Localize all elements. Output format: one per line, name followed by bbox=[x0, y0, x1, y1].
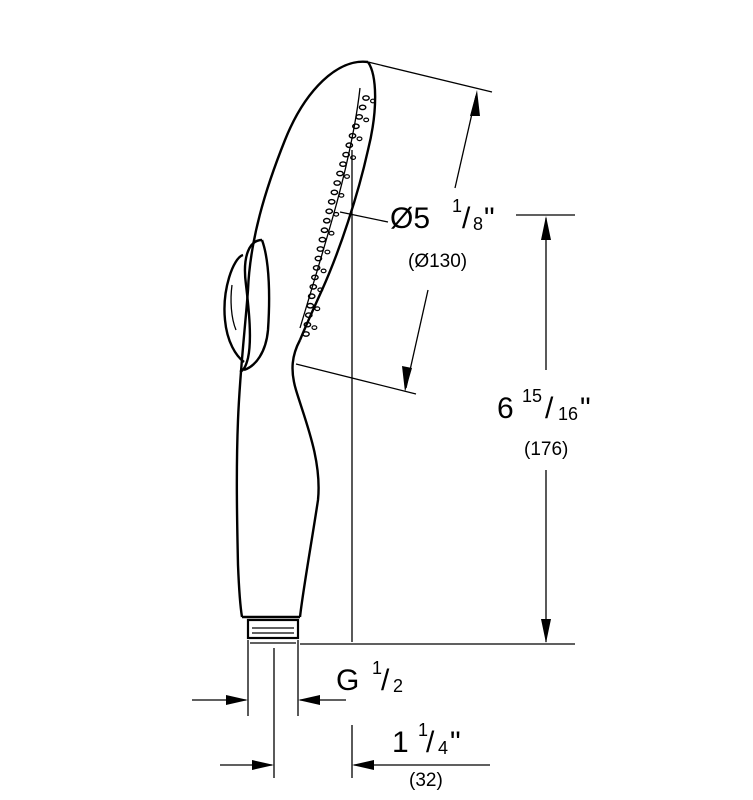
height-denominator: 16 bbox=[558, 404, 578, 424]
dimension-lines bbox=[192, 61, 575, 778]
offset-whole: 1 bbox=[392, 726, 409, 759]
nozzle bbox=[311, 325, 318, 331]
height-label: 6 15 / 16 " (176) bbox=[497, 386, 591, 460]
svg-text:/: / bbox=[545, 392, 554, 425]
nozzle bbox=[363, 117, 370, 123]
diameter-numerator: 1 bbox=[452, 196, 462, 216]
nozzle bbox=[320, 227, 329, 234]
nozzle bbox=[348, 132, 357, 139]
diameter-unit: " bbox=[484, 202, 495, 235]
nozzle bbox=[362, 95, 370, 101]
offset-numerator: 1 bbox=[418, 720, 428, 740]
nozzle bbox=[339, 161, 347, 168]
svg-text:/: / bbox=[426, 726, 435, 759]
height-numerator: 15 bbox=[522, 386, 542, 406]
nozzle bbox=[314, 255, 323, 262]
nozzle bbox=[370, 98, 377, 104]
svg-text:/: / bbox=[462, 202, 471, 235]
offset-label: 1 1 / 4 " (32) bbox=[392, 720, 461, 791]
nozzle bbox=[325, 208, 334, 215]
height-unit: " bbox=[580, 392, 591, 425]
nozzle bbox=[314, 306, 321, 312]
nozzle bbox=[317, 287, 324, 293]
nozzle bbox=[328, 230, 335, 236]
nozzle bbox=[322, 217, 331, 224]
nozzle bbox=[351, 123, 360, 130]
offset-unit: " bbox=[450, 726, 461, 759]
nozzle bbox=[333, 180, 342, 186]
nozzle bbox=[320, 268, 327, 274]
nozzle bbox=[338, 192, 345, 198]
svg-text:/: / bbox=[381, 664, 390, 697]
thread-label: G 1 / 2 bbox=[336, 658, 403, 697]
nozzle bbox=[330, 189, 339, 196]
nozzle bbox=[336, 170, 344, 177]
diameter-denominator: 8 bbox=[473, 214, 483, 234]
nozzle bbox=[350, 155, 357, 161]
spray-nozzles bbox=[302, 95, 377, 337]
nozzle bbox=[309, 283, 318, 290]
thread-prefix: G bbox=[336, 664, 359, 697]
nozzle bbox=[358, 104, 367, 111]
height-metric: (176) bbox=[524, 439, 568, 460]
nozzle bbox=[355, 114, 364, 120]
nozzle bbox=[333, 211, 340, 217]
thread-numerator: 1 bbox=[372, 658, 382, 678]
nozzle bbox=[327, 198, 336, 205]
offset-metric: (32) bbox=[409, 770, 443, 791]
nozzle bbox=[356, 136, 363, 142]
diameter-whole: 5 bbox=[413, 202, 430, 235]
nozzle bbox=[316, 246, 325, 252]
nozzle bbox=[303, 321, 312, 328]
head-diameter-label: Ø5 1 / 8 " (Ø130) bbox=[390, 196, 495, 272]
diameter-metric: (Ø130) bbox=[408, 251, 467, 272]
nozzle bbox=[302, 331, 310, 337]
nozzle bbox=[307, 293, 316, 300]
nozzle bbox=[310, 274, 319, 281]
nozzle bbox=[304, 312, 313, 318]
svg-text:Ø5: Ø5 bbox=[390, 202, 430, 235]
nozzle bbox=[318, 236, 327, 243]
nozzle bbox=[342, 151, 350, 158]
nozzle bbox=[345, 142, 354, 149]
thread-denominator: 2 bbox=[393, 676, 403, 696]
height-whole: 6 bbox=[497, 392, 514, 425]
nozzle bbox=[324, 249, 331, 255]
nozzle bbox=[344, 174, 351, 179]
diameter-symbol: Ø bbox=[390, 202, 413, 235]
thread-connector bbox=[246, 618, 300, 644]
offset-denominator: 4 bbox=[438, 738, 448, 758]
nozzle bbox=[312, 264, 321, 271]
nozzle bbox=[306, 302, 315, 309]
